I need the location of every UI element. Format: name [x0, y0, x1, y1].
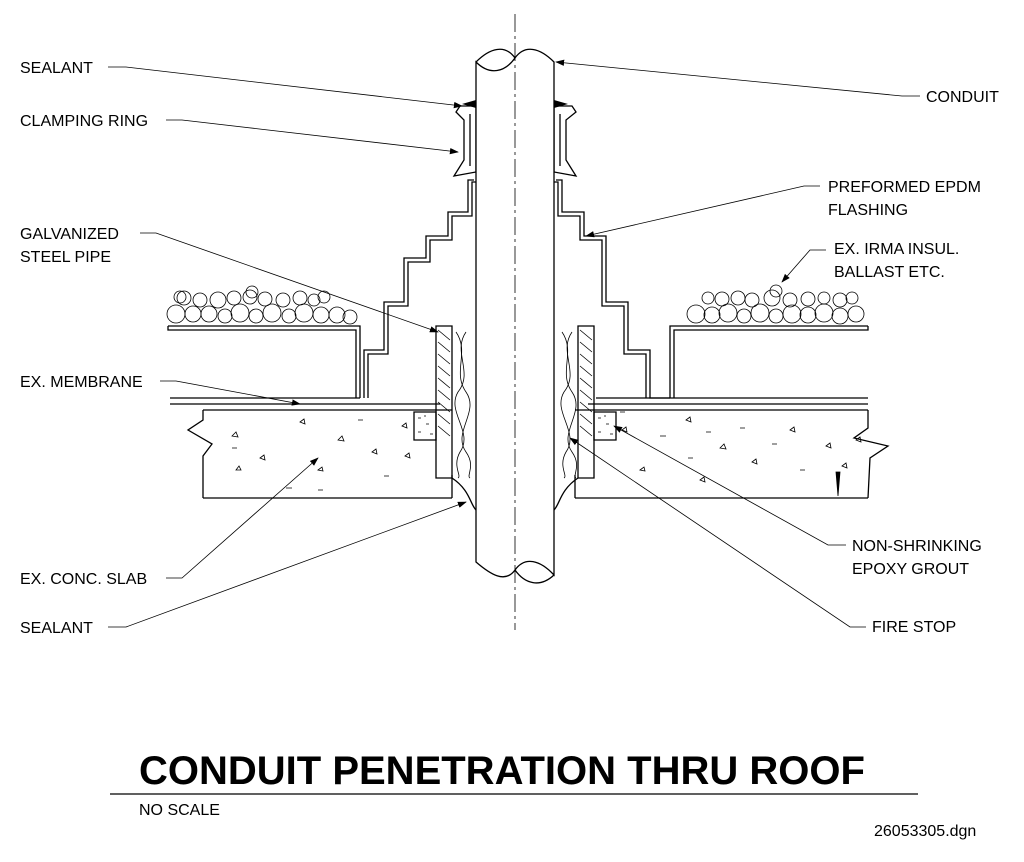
label-sealant-bottom: SEALANT — [20, 620, 93, 637]
label-sealant-top: SEALANT — [20, 60, 93, 77]
bottom-sealant — [451, 477, 579, 511]
label-ex-membrane: EX. MEMBRANE — [20, 374, 143, 391]
conduit-pipe — [475, 14, 555, 630]
clamping-ring — [452, 100, 578, 177]
label-clamping-ring: CLAMPING RING — [20, 113, 148, 130]
insulation-boards — [167, 325, 869, 398]
label-irma-line2: BALLAST ETC. — [834, 264, 945, 281]
label-ex-conc-slab: EX. CONC. SLAB — [20, 571, 147, 588]
epdm-flashing — [363, 179, 670, 399]
file-name: 26053305.dgn — [874, 823, 976, 840]
fire-stop — [454, 331, 578, 479]
epoxy-grout — [413, 411, 617, 441]
drawing-title: CONDUIT PENETRATION THRU ROOF — [139, 749, 865, 793]
label-irma-line1: EX. IRMA INSUL. — [834, 241, 959, 258]
label-grout-line1: NON-SHRINKING — [852, 538, 982, 555]
label-epdm-line2: FLASHING — [828, 202, 908, 219]
scale-note: NO SCALE — [139, 802, 220, 819]
label-conduit: CONDUIT — [926, 89, 999, 106]
leader-lines — [108, 59, 920, 628]
label-epdm-line1: PREFORMED EPDM — [828, 179, 981, 196]
label-galvanized-line2: STEEL PIPE — [20, 249, 111, 266]
roof-membrane — [170, 397, 868, 405]
label-galvanized-line1: GALVANIZED — [20, 226, 119, 243]
ballast-left — [166, 285, 358, 325]
ballast-right — [686, 284, 865, 325]
label-grout-line2: EPOXY GROUT — [852, 561, 969, 578]
label-fire-stop: FIRE STOP — [872, 619, 956, 636]
